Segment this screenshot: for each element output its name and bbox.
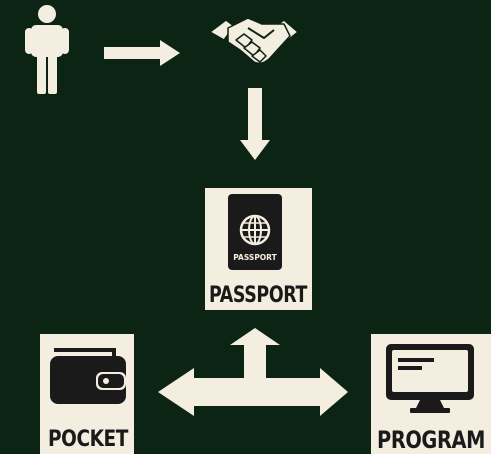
passport-label: PASSPORT	[209, 283, 307, 308]
program-card: PROGRAM	[371, 334, 491, 454]
handshake-icon	[209, 17, 299, 65]
passport-icon: PASSPORT	[228, 194, 282, 270]
pocket-card: POCKET	[40, 334, 134, 454]
person-icon	[25, 5, 69, 94]
three-way-arrow-icon	[158, 328, 348, 416]
passport-card: PASSPORT PASSPORT	[205, 188, 312, 310]
program-label: PROGRAM	[377, 426, 485, 454]
arrow-right-icon	[104, 40, 180, 66]
arrow-down-icon	[240, 88, 270, 160]
passport-cover-text: PASSPORT	[233, 253, 277, 262]
wallet-icon	[50, 348, 126, 404]
monitor-icon	[386, 344, 474, 413]
pocket-label: POCKET	[48, 427, 128, 452]
